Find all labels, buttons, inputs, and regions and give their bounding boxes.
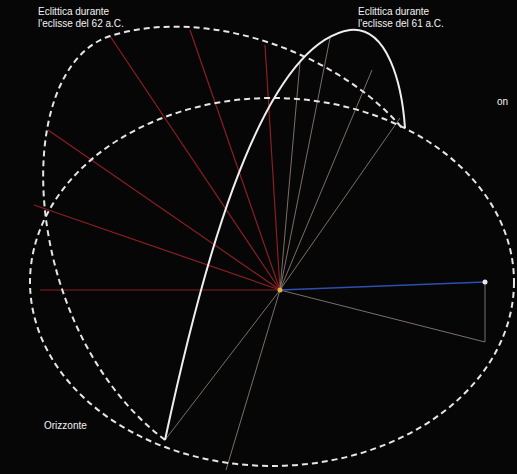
ecliptic-61-label: Eclittica durante l'eclisse del 61 a.C. xyxy=(358,6,466,29)
observer-dot xyxy=(278,288,283,293)
ecliptic-62-label: Eclittica durante l'eclisse del 62 a.C. xyxy=(38,6,146,29)
horizon-label: Orizzonte xyxy=(44,420,124,432)
blue-ray xyxy=(280,282,485,290)
ecliptic-61-arc xyxy=(165,30,405,440)
cut-label: on xyxy=(497,96,513,108)
star-dot xyxy=(483,280,488,285)
ecliptic-62-arc xyxy=(43,27,402,440)
horizon-ellipse xyxy=(30,98,514,466)
